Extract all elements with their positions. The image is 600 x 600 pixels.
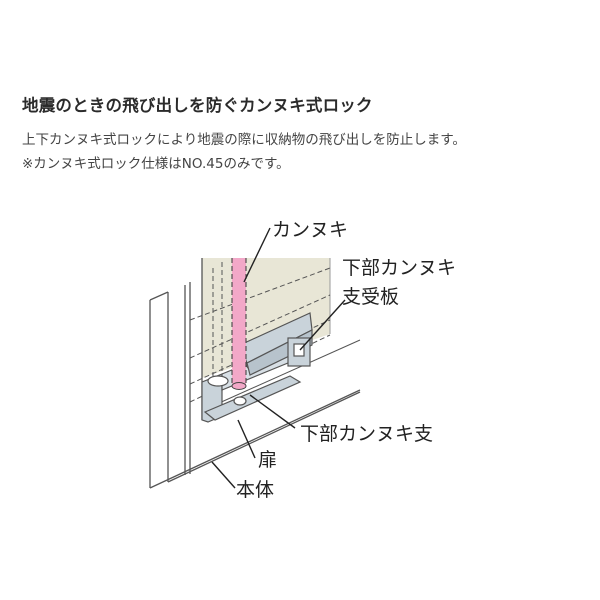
lower-bolt-support-plate <box>239 312 313 376</box>
label-support-plate-1: 下部カンヌキ <box>342 257 456 279</box>
label-support: 下部カンヌキ支 <box>300 423 433 445</box>
leader-support-plate <box>299 299 346 351</box>
label-support-plate-2: 支受板 <box>342 286 399 308</box>
kannuki-bolt <box>231 258 247 390</box>
leader-support <box>249 394 296 429</box>
leader-kannuki <box>243 227 271 283</box>
section-heading: 地震のときの飛び出しを防ぐカンヌキ式ロック <box>22 96 373 115</box>
leader-door <box>237 419 256 459</box>
leader-body <box>211 461 236 489</box>
label-body: 本体 <box>236 479 274 501</box>
label-kannuki: カンヌキ <box>272 219 348 241</box>
description-line-1: 上下カンヌキ式ロックにより地震の際に収納物の飛び出しを防止します。 <box>22 132 466 148</box>
cabinet-body <box>149 282 361 489</box>
label-door: 扉 <box>258 449 277 471</box>
description-note: ※カンヌキ式ロック仕様はNO.45のみです。 <box>22 156 290 172</box>
